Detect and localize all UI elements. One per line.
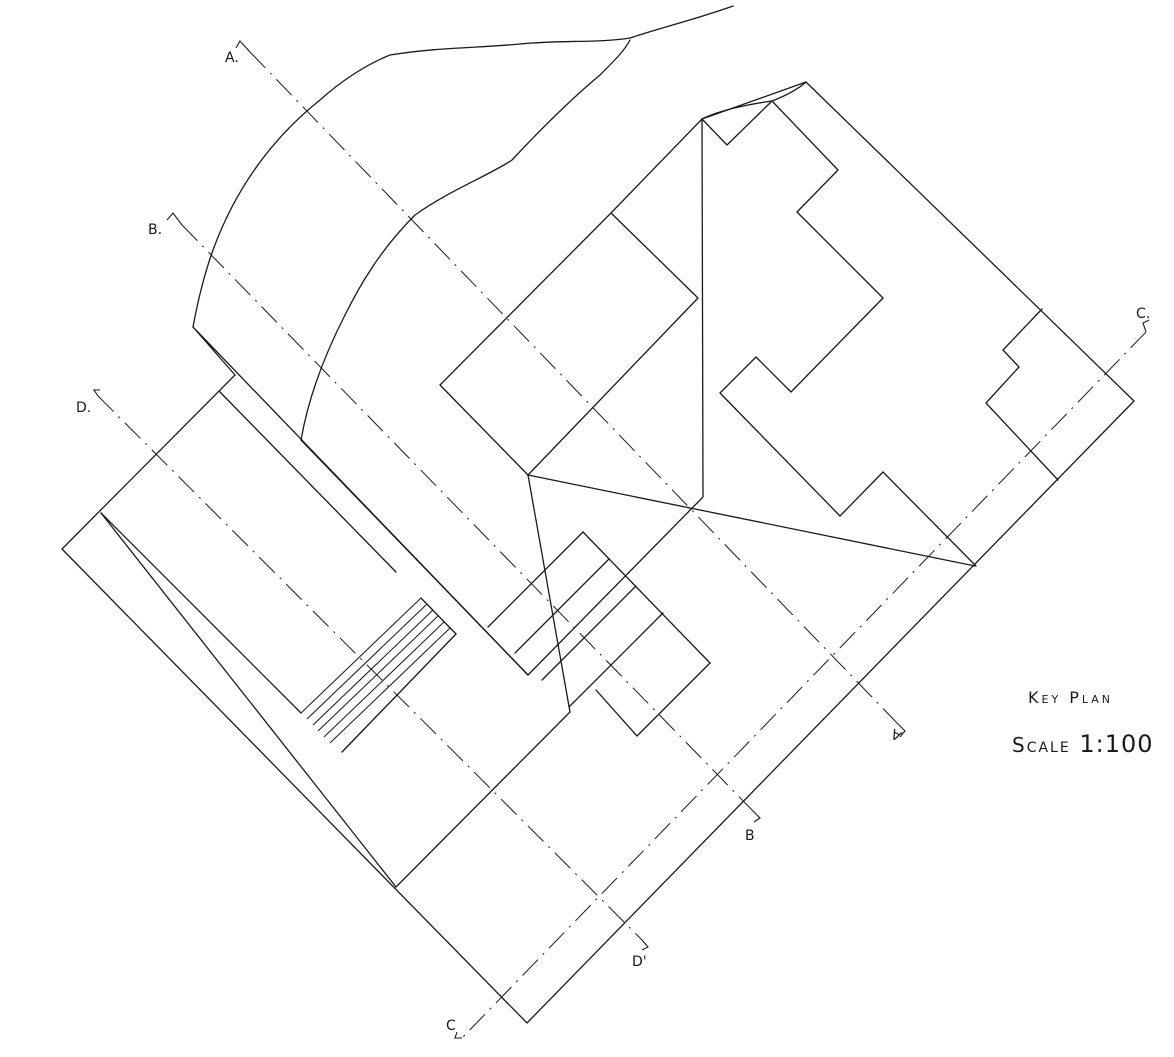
contour-outer (192, 5, 734, 328)
section-arrow-c2 (454, 1031, 462, 1039)
section-label-d2: D' (632, 954, 647, 970)
dividing-wall-long (527, 474, 976, 567)
step-line (568, 612, 664, 708)
scale-value: 1:100 (1079, 730, 1154, 758)
dividing-wall-diag (527, 474, 571, 713)
stair-tread (317, 615, 439, 732)
west-wing-inner-line (218, 390, 397, 573)
step-line (514, 558, 610, 654)
section-label-d: D. (76, 400, 91, 416)
section-label-a: A. (225, 50, 239, 66)
section-line-a (249, 51, 897, 723)
section-arrow-b2 (751, 809, 761, 823)
steps-top (582, 531, 711, 664)
section-arrow-d2 (641, 939, 649, 951)
section-line-c (461, 331, 1147, 1039)
section-label-b: B. (148, 222, 162, 238)
section-label-c: C. (1136, 306, 1150, 322)
section-arrow-a (235, 40, 251, 53)
scale-label: Scale (1012, 733, 1071, 757)
west-wing-upper (100, 512, 302, 714)
lower-wing-divider (395, 711, 571, 888)
site-boundary (61, 81, 1135, 1024)
section-arrow-a2 (895, 721, 906, 738)
contour-inner (300, 39, 631, 441)
stair-tread (341, 633, 457, 753)
stair-tread (323, 621, 445, 738)
stair-hatch (300, 597, 457, 753)
section-label-b2: B (745, 828, 755, 844)
drawing-title: Key Plan (1028, 688, 1114, 707)
section-arrow-d (92, 389, 100, 397)
section-arrow-c (1142, 319, 1150, 333)
section-tags: A. A B. B C. C D. D' (76, 40, 1150, 1039)
section-lines (97, 51, 1147, 1039)
stepped-outline (719, 100, 977, 567)
terrain-contours (192, 5, 807, 441)
west-wing-divider (100, 512, 397, 888)
stair-tread (306, 603, 428, 720)
stair-tread (329, 627, 451, 744)
section-line-b (181, 224, 753, 811)
notch-top (701, 100, 773, 146)
stair-tread (300, 597, 422, 714)
section-line-d (97, 395, 643, 941)
stair-tread (312, 609, 434, 726)
landing (595, 662, 711, 737)
upper-wing-outline (439, 118, 703, 476)
wall-lower-edge (300, 439, 529, 676)
building-outline (61, 81, 1135, 1024)
block-room (527, 212, 699, 476)
scale-note: Scale 1:100 (1012, 730, 1154, 758)
steps-block (487, 531, 711, 737)
step-line (541, 585, 637, 681)
section-arrow-b (166, 212, 183, 226)
steps-left (487, 531, 584, 628)
corner-room (985, 308, 1059, 481)
section-label-c2: C (446, 1018, 456, 1034)
